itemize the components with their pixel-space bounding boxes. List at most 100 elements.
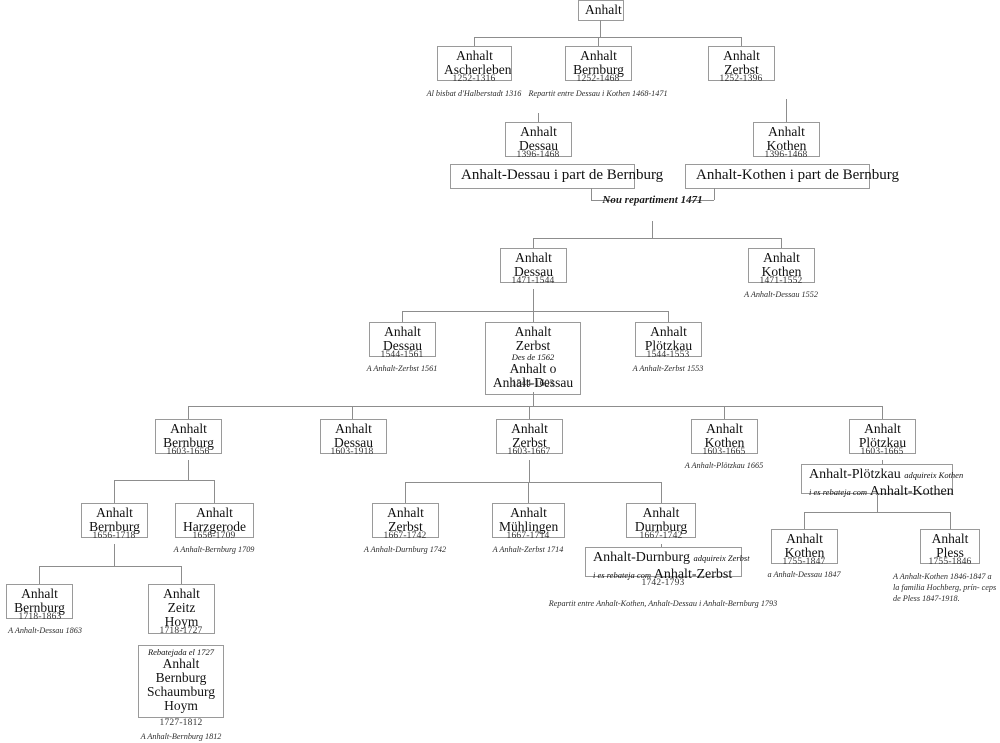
years-bernburg-1656: 1656-1718: [92, 531, 136, 541]
node-anhalt-bernburg-1718: Anhalt Bernburg: [6, 584, 73, 620]
node-line-1: Anhalt: [514, 324, 552, 339]
connector-plotzkaumerge-stem: [877, 494, 878, 512]
node-line-1: Anhalt: [931, 531, 969, 546]
connector-bus-1667: [405, 482, 661, 483]
node-durnburg-acquires-zerbst: Anhalt-Durnburg adquireix Zerbst i es re…: [585, 547, 750, 582]
connector-merge-left-h: [591, 200, 614, 201]
node-line-2: Plötzkau: [644, 338, 693, 354]
node-line-mid: Des de 1562: [511, 352, 555, 363]
merge-line-2: i es rebateja com Anhalt-Kothen: [809, 484, 954, 501]
node-line-1: Anhalt-Dessau i part de Bernburg: [461, 167, 664, 183]
connector-drop-bernburg1603: [188, 406, 189, 419]
connector-drop-dessau1603: [352, 406, 353, 419]
note-durnburg-merge: Repartit entre Anhalt-Kothen, Anhalt-Des…: [548, 599, 778, 608]
connector-drop-kothen1755: [804, 512, 805, 529]
merge-line-1: Anhalt-Plötzkau adquireix Kothen: [809, 467, 963, 484]
node-line-2: Mühlingen: [499, 519, 559, 535]
connector-drop-ascherleben: [474, 37, 475, 46]
connector-bus-gen1: [474, 37, 741, 38]
connector-drop-durnburg: [661, 482, 662, 503]
connector-zerbst1544-stem: [533, 392, 534, 406]
node-line-1: Anhalt: [580, 48, 617, 63]
node-anhalt-kothen-1603: Anhalt Kothen: [691, 419, 758, 455]
node-line-3: Schaumburg: [147, 684, 215, 700]
node-anhalt-zeitz-hoym: Anhalt Zeitz Hoym: [148, 584, 215, 634]
connector-drop-dessau1544: [402, 311, 403, 322]
node-anhalt-durnburg: Anhalt Durnburg: [626, 503, 696, 539]
years-zeitz-hoym: 1718-1727: [159, 626, 203, 636]
node-line-2: Harzgerode: [183, 519, 246, 535]
connector-drop-kothen1603: [724, 406, 725, 419]
node-line-1: Anhalt: [21, 586, 58, 601]
node-line-4: Anhalt-Dessau: [492, 375, 574, 391]
connector-drop-kothen1396: [786, 99, 787, 122]
connector-drop-zerbst1252: [741, 37, 742, 46]
connector-bernburg1603-stem: [188, 460, 189, 480]
node-dessau-part-bernburg: Anhalt-Dessau i part de Bernburg: [450, 164, 664, 189]
node-line-2: Pless: [936, 545, 964, 561]
connector-bus-1656: [114, 480, 214, 481]
merge-note-b: adquireix Kothen: [904, 470, 964, 480]
node-line-1: Anhalt: [163, 586, 200, 601]
node-line-2: Bernburg: [163, 435, 214, 451]
years-kothen-1471: 1471-1552: [759, 276, 803, 286]
node-line-1: Anhalt: [706, 421, 743, 436]
merge-note-b: adquireix Zerbst: [693, 553, 750, 563]
note-zerbst-1667: A Anhalt-Durnburg 1742: [363, 545, 447, 554]
node-anhalt-kothen-1396: Anhalt Kothen: [753, 122, 820, 158]
years-dessau-1471: 1471-1544: [511, 276, 555, 286]
node-line-1: Anhalt: [650, 324, 687, 339]
node-line-2: Bernburg: [573, 62, 624, 78]
connector-drop-bernburg1252: [598, 37, 599, 46]
node-anhalt-zerbst-1667: Anhalt Zerbst: [372, 503, 439, 539]
node-line-1: Anhalt: [515, 250, 552, 265]
note-ascherleben: Al bisbat d'Halberstadt 1316: [426, 89, 522, 98]
note-pless-line-2: a la familia Hochberg, prín-: [893, 572, 992, 593]
years-dessau-1603: 1603-1918: [330, 447, 374, 457]
node-anhalt-dessau-1544: Anhalt Dessau: [369, 322, 436, 358]
connector-drop-bernburg1656: [114, 480, 115, 503]
node-line-1: Anhalt: [768, 124, 805, 139]
merge-name-d: Anhalt-Kothen: [869, 483, 954, 499]
merge-name-d: Anhalt-Zerbst: [653, 566, 733, 582]
node-line-2: Kothen: [784, 545, 825, 561]
note-kothen-1471: A Anhalt-Dessau 1552: [744, 290, 818, 299]
connector-dessau1471-stem: [533, 289, 534, 311]
connector-merge-left: [591, 188, 592, 200]
years-pless: 1755-1846: [928, 557, 972, 567]
node-line-1: Anhalt: [196, 505, 233, 520]
node-line-2: Zerbst: [724, 62, 759, 78]
node-anhalt-root: Anhalt: [578, 0, 624, 22]
note-dessau-1544: A Anhalt-Zerbst 1561: [366, 364, 438, 373]
years-plotzkau-1544: 1544-1553: [646, 350, 690, 360]
connector-plotzkau1603-stem: [882, 460, 883, 465]
note-pless: A Anhalt-Kothen 1846-1847 a la familia H…: [893, 571, 1000, 604]
note-bernburg-1252: Repartit entre Dessau i Kothen 1468-1471: [528, 89, 668, 98]
merge-name-a: Anhalt-Durnburg: [593, 550, 690, 565]
node-anhalt-bernburg-1656: Anhalt Bernburg: [81, 503, 148, 539]
connector-drop-muhlingen: [528, 482, 529, 503]
node-line-1: Anhalt: [384, 324, 421, 339]
years-zerbst-1667: 1667-1742: [383, 531, 427, 541]
connector-drop-zeitzhoym: [181, 566, 182, 584]
merge-line-1: Anhalt-Durnburg adquireix Zerbst: [593, 550, 750, 567]
node-plotzkau-acquires-kothen: Anhalt-Plötzkau adquireix Kothen i es re…: [801, 464, 963, 499]
connector-drop-dessau1471: [533, 238, 534, 248]
years-durnburg: 1667-1742: [639, 531, 683, 541]
note-schaumburg: A Anhalt-Bernburg 1812: [140, 732, 222, 741]
node-line-2: Kothen: [704, 435, 745, 451]
years-bernburg-1603: 1603-1656: [166, 447, 210, 457]
connector-drop-zerbst1667: [405, 482, 406, 503]
note-plotzkau-1544: A Anhalt-Zerbst 1553: [632, 364, 704, 373]
connector-bus-1471: [533, 238, 781, 239]
node-anhalt-muhlingen: Anhalt Mühlingen: [492, 503, 565, 539]
merge-note-c: i es rebateja com: [593, 569, 651, 580]
node-anhalt-zerbst-1603: Anhalt Zerbst: [496, 419, 563, 455]
node-line-1: Anhalt: [335, 421, 372, 436]
connector-drop-plotzkau1603: [882, 406, 883, 419]
node-line-1: Anhalt: [520, 124, 557, 139]
years-durnburg-merge: 1742-1793: [641, 578, 685, 588]
connector-merge-right: [714, 188, 715, 200]
note-bernburg-1718: A Anhalt-Dessau 1863: [8, 626, 82, 635]
